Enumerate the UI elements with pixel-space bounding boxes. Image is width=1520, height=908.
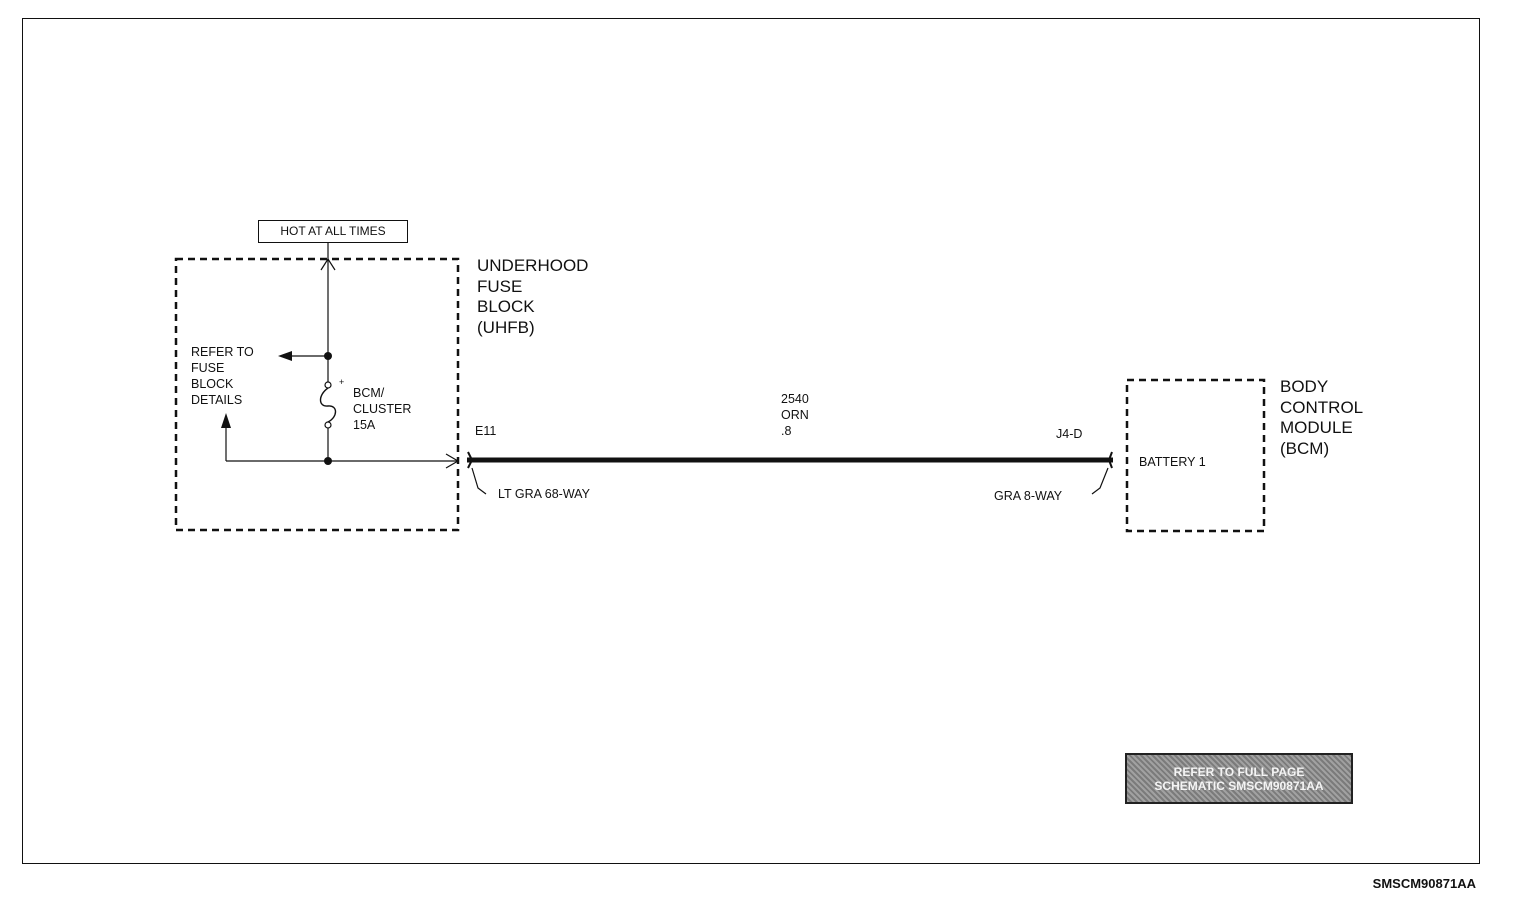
- hot-at-all-times-box: HOT AT ALL TIMES: [258, 220, 408, 243]
- refer-fuse-line4: DETAILS: [191, 393, 243, 407]
- uhfb-line4: (UHFB): [477, 317, 535, 337]
- bcm-line2: CONTROL: [1280, 397, 1364, 417]
- fuse-line1: BCM/: [353, 386, 385, 400]
- connector-right-symbol: [1107, 451, 1113, 469]
- wire-label: 2540 ORN .8: [781, 391, 809, 439]
- fuse-plus-mark: +: [339, 377, 344, 387]
- fuse-line2: CLUSTER: [353, 402, 412, 416]
- diagram-frame: [22, 18, 1480, 864]
- fuse-label: BCM/ CLUSTER 15A: [353, 385, 411, 433]
- uhfb-line1: UNDERHOOD: [477, 256, 589, 275]
- refer-arrow-head: [278, 351, 292, 361]
- bcm-line3: MODULE: [1280, 418, 1353, 437]
- fuse-terminal-top: [324, 381, 332, 389]
- connector-left-leader: [471, 467, 487, 495]
- wire-size: .8: [781, 424, 792, 438]
- bcm-line4: (BCM): [1280, 438, 1330, 458]
- refer-fuse-line1: REFER TO: [191, 345, 254, 359]
- bcm-terminal-label: BATTERY 1: [1139, 455, 1206, 469]
- refer-fuse-line2: FUSE: [191, 361, 225, 375]
- uhfb-label: UNDERHOOD FUSE BLOCK (UHFB): [477, 256, 588, 338]
- refer-fuse-line3: BLOCK: [191, 377, 234, 391]
- connector-right-leader: [1091, 467, 1109, 495]
- fuse-line3: 15A: [353, 418, 376, 432]
- connector-left-symbol: [467, 451, 474, 469]
- branch-right-arrow: [445, 453, 460, 469]
- branch-up-arrow: [221, 413, 231, 428]
- fuse-element: [319, 387, 337, 423]
- figure-code: SMSCM90871AA: [1372, 876, 1476, 891]
- connector-left-desc: LT GRA 68-WAY: [498, 487, 590, 501]
- connector-left-pin: E11: [475, 424, 497, 438]
- connector-right-desc: GRA 8-WAY: [994, 489, 1063, 503]
- refer-full-line2: SCHEMATIC SMSCM90871AA: [1154, 779, 1324, 793]
- bcm-line1: BODY: [1280, 377, 1329, 396]
- fuse-terminal-bottom: [324, 421, 332, 429]
- refer-full-line1: REFER TO FULL PAGE: [1173, 765, 1305, 779]
- connector-right-pin: J4-D: [1056, 427, 1083, 441]
- refer-fuse-label: REFER TO FUSE BLOCK DETAILS: [191, 344, 254, 408]
- wire-color: ORN: [781, 408, 809, 422]
- uhfb-line2: FUSE: [477, 276, 523, 296]
- refer-full-page-box[interactable]: REFER TO FULL PAGE SCHEMATIC SMSCM90871A…: [1125, 753, 1353, 804]
- bcm-label: BODY CONTROL MODULE (BCM): [1280, 377, 1363, 459]
- wire-circuit: 2540: [781, 392, 809, 406]
- uhfb-line3: BLOCK: [477, 297, 535, 316]
